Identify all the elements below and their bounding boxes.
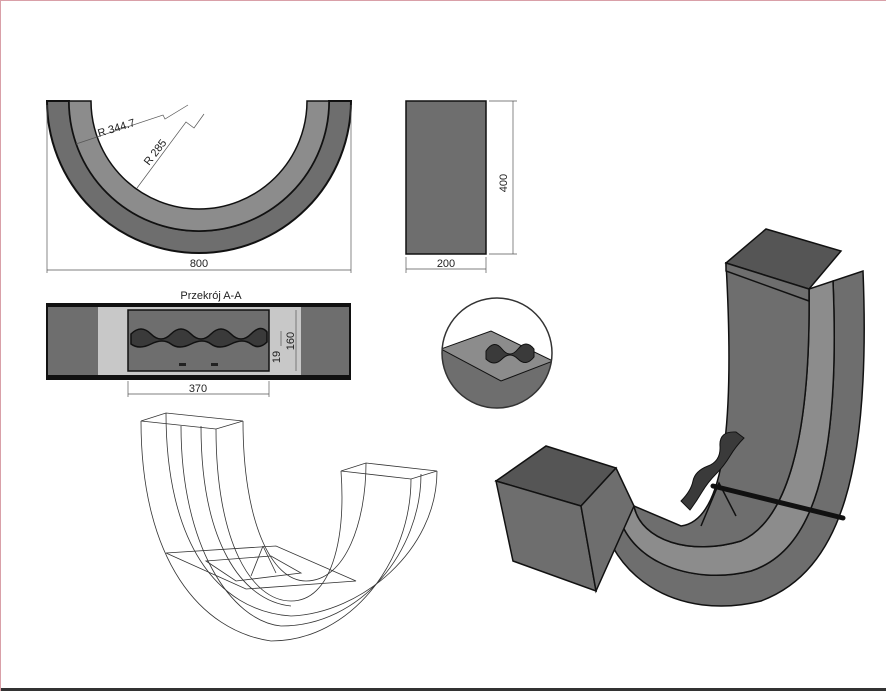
section-offset-dimension: 19 xyxy=(271,351,283,363)
depth-dimension: 200 xyxy=(437,258,455,270)
wave-burner xyxy=(130,327,268,348)
section-height-dimension: 160 xyxy=(285,332,297,350)
wireframe-3d-view xyxy=(140,412,438,642)
height-dimension: 400 xyxy=(498,174,510,192)
section-width-dimension: 370 xyxy=(189,383,207,395)
section-title: Przekrój A-A xyxy=(180,290,242,302)
outer-radius-label: R 344.7 xyxy=(96,117,136,140)
width-dimension: 800 xyxy=(190,258,208,270)
detail-view xyxy=(441,297,553,409)
side-view: 400 200 xyxy=(405,100,517,273)
solid-3d-view xyxy=(494,228,865,607)
section-view: Przekrój A-A 160 19 370 xyxy=(46,290,351,397)
inner-ring xyxy=(68,100,330,232)
front-view: 800 R 344.7 R 285 xyxy=(45,100,353,273)
